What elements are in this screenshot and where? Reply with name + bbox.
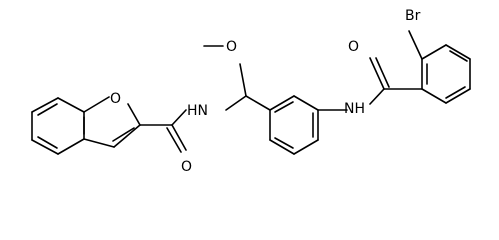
bromine-label: Br [405, 8, 421, 24]
left-amide-oxygen-label: O [181, 159, 192, 175]
left-amide-nitrogen-label: HN [187, 103, 208, 119]
chemical-structure: Br O O NH HN O O [31, 8, 471, 175]
right-amide-oxygen-label: O [348, 39, 359, 55]
bond-lines [31, 30, 471, 155]
furan-oxygen-label: O [110, 91, 121, 107]
methoxy-oxygen-label: O [226, 39, 237, 55]
right-amide-nitrogen-label: NH [344, 101, 365, 117]
